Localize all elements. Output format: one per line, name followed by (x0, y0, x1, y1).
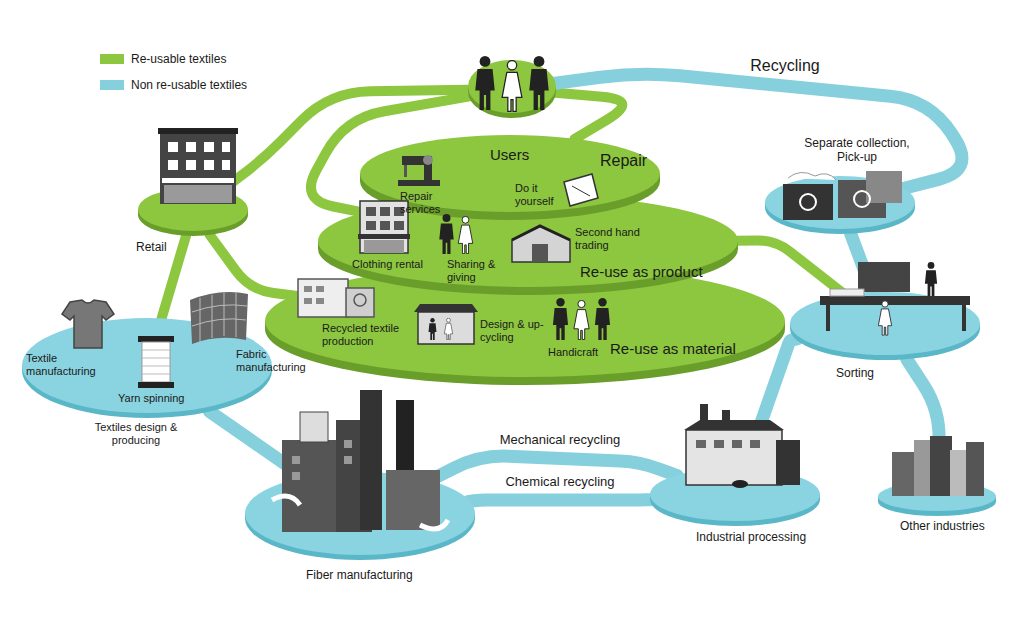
retail-building-icon-part (162, 178, 234, 183)
node-text: Do it yourself (515, 182, 565, 208)
platform-shape (790, 292, 980, 368)
textile-flow-band (737, 240, 845, 295)
industrial-plant-icon-part (750, 440, 760, 448)
platform-shape (650, 468, 820, 534)
node-title: Re-use as material (610, 340, 736, 358)
platform-top (765, 176, 915, 229)
retail-building-icon-part (158, 128, 238, 134)
textile-flow-band (745, 339, 797, 468)
textile-flow-band (907, 359, 939, 482)
platform-top (878, 482, 996, 511)
platform-top (138, 188, 248, 231)
industrial-plant-icon-part (732, 440, 742, 448)
industrial-plant-icon-part (700, 404, 708, 430)
flow-label: Chemical recycling (502, 474, 617, 490)
textile-flow-band (469, 500, 651, 502)
textile-flow-band (210, 235, 298, 296)
platform-top (318, 195, 738, 287)
node-title: Sorting (836, 366, 874, 380)
platform-shape (878, 482, 996, 524)
retail-building-icon-part (222, 160, 230, 170)
fiber-factory-icon-part (300, 412, 328, 442)
textile-flow-band (556, 93, 623, 139)
node-text: Fabric manufacturing (236, 348, 320, 374)
node-text: Recycled textile production (322, 322, 414, 348)
node-title: Retail (136, 240, 167, 254)
node-title: Other industries (900, 519, 985, 533)
platform-node: Users (468, 60, 556, 118)
textile-flow-band (209, 411, 304, 477)
node-text: Repair services (400, 190, 452, 216)
legend-text: Non re-usable textiles (131, 78, 247, 92)
node-text: Design & up-cycling (480, 318, 544, 344)
sorting-line-icon-part (925, 262, 937, 296)
node-title: Textiles design & producing (88, 421, 184, 447)
sorting-line-icon-part (858, 262, 910, 292)
platform-node: Other industries (878, 482, 996, 516)
retail-building-icon-part (168, 160, 178, 170)
legend-swatch (100, 80, 124, 90)
platform-top (265, 265, 785, 377)
node-title: Fiber manufacturing (306, 568, 413, 582)
platform-node: Textiles design & producingTextile manuf… (22, 318, 272, 418)
node-title: Industrial processing (696, 530, 806, 544)
retail-building-icon-part (204, 142, 214, 152)
platform-node: Industrial processing (650, 468, 820, 526)
retail-building-icon-part (186, 160, 196, 170)
platform-node: Retail (138, 188, 248, 236)
industrial-plant-icon-part (696, 440, 706, 448)
legend-swatch (100, 54, 124, 64)
platform-top (650, 468, 820, 521)
node-title: Re-use as product (580, 263, 703, 281)
platform-shape (245, 472, 475, 568)
textile-flow-band (851, 234, 873, 293)
node-text: Handicraft (548, 346, 598, 359)
node-text: Clothing rental (352, 258, 423, 271)
legend-text: Re-usable textiles (131, 52, 226, 66)
platform-node: Separate collection, Pick-up (765, 176, 915, 234)
industrial-plant-icon-part (714, 440, 724, 448)
node-text: Yarn spinning (118, 392, 184, 405)
node-text: Second hand trading (575, 226, 647, 252)
flow-label: Recycling (747, 56, 822, 75)
platform-shape (138, 188, 248, 244)
retail-building-icon-part (222, 142, 230, 152)
industrial-plant-icon-part (722, 410, 730, 430)
legend-row: Non re-usable textiles (100, 78, 247, 92)
legend-row: Re-usable textiles (100, 52, 226, 66)
retail-building-icon-part (204, 160, 214, 170)
platform-node: Sorting (790, 292, 980, 360)
platform-node: Fiber manufacturing (245, 472, 475, 560)
fiber-factory-icon-part (292, 456, 300, 464)
node-title: Users (490, 146, 529, 164)
node-text: Textile manufacturing (26, 352, 106, 378)
node-text: Sharing & giving (447, 258, 505, 284)
retail-building-icon-part (168, 142, 178, 152)
platform-shape (468, 60, 556, 126)
platform-top (245, 472, 475, 555)
fiber-factory-icon-part (344, 440, 352, 448)
platform-shape (765, 176, 915, 242)
node-title: Repair (600, 151, 647, 170)
flow-label: Mechanical recycling (497, 432, 624, 448)
platform-top (790, 292, 980, 355)
industrial-plant-icon-part (684, 420, 784, 430)
retail-building-icon-part (186, 142, 196, 152)
node-title: Separate collection, Pick-up (797, 136, 917, 165)
fiber-factory-icon-part (344, 456, 352, 464)
platform-top (22, 318, 272, 413)
platform-top (468, 60, 556, 113)
